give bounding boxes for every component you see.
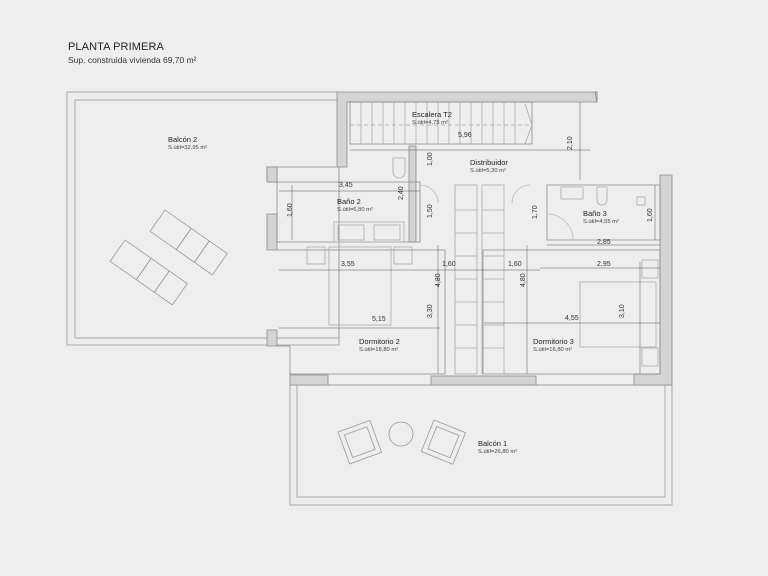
- svg-text:2,40: 2,40: [398, 186, 405, 200]
- patio-furniture: [337, 419, 467, 465]
- svg-text:2,95: 2,95: [597, 261, 611, 268]
- svg-text:1,60: 1,60: [647, 208, 654, 222]
- svg-text:1,60: 1,60: [287, 203, 294, 217]
- svg-text:Balcón 2: Balcón 2: [168, 135, 197, 144]
- walls: [266, 91, 673, 386]
- plan-subtitle: Sup. construida vivienda 69,70 m²: [68, 55, 197, 65]
- svg-text:2,85: 2,85: [597, 239, 611, 246]
- plan-title: PLANTA PRIMERA: [68, 41, 164, 53]
- svg-text:Dormitorio 3: Dormitorio 3: [533, 337, 574, 346]
- svg-text:S.útil=6,80 m²: S.útil=6,80 m²: [337, 207, 373, 213]
- svg-text:1,60: 1,60: [442, 261, 456, 268]
- svg-text:Baño 3: Baño 3: [583, 209, 607, 218]
- svg-text:1,60: 1,60: [508, 261, 522, 268]
- svg-text:Escalera T2: Escalera T2: [412, 110, 452, 119]
- svg-text:S.útil=5,30 m²: S.útil=5,30 m²: [470, 168, 506, 174]
- svg-text:3,10: 3,10: [619, 304, 626, 318]
- svg-text:Distribuidor: Distribuidor: [470, 158, 508, 167]
- svg-text:Baño 2: Baño 2: [337, 197, 361, 206]
- stair-treads: [350, 102, 533, 145]
- bed-dorm2: [328, 246, 392, 326]
- svg-text:4,80: 4,80: [520, 273, 527, 287]
- room-bano3: Baño 3 S.útil=4,55 m²: [583, 209, 619, 225]
- svg-text:S.útil=16,80 m²: S.útil=16,80 m²: [533, 347, 572, 353]
- svg-text:Dormitorio 2: Dormitorio 2: [359, 337, 400, 346]
- room-distribuidor: Distribuidor S.útil=5,30 m²: [470, 158, 508, 174]
- svg-text:S.útil=32,95 m²: S.útil=32,95 m²: [168, 145, 207, 151]
- svg-text:3,55: 3,55: [341, 261, 355, 268]
- svg-text:4,55: 4,55: [565, 315, 579, 322]
- room-dormitorio3: Dormitorio 3 S.útil=16,80 m²: [533, 337, 574, 353]
- bed-dorm3: [579, 281, 657, 348]
- closet-right: [481, 184, 505, 375]
- dimension-labels: 5,96 2,10 1,00 3,45 1,60 2,40 1,50 1,70 …: [287, 132, 654, 323]
- svg-text:S.útil=4,75 m²: S.útil=4,75 m²: [412, 120, 448, 126]
- svg-text:S.útil=4,55 m²: S.útil=4,55 m²: [583, 219, 619, 225]
- svg-text:3,30: 3,30: [427, 304, 434, 318]
- svg-text:S.útil=18,80 m²: S.útil=18,80 m²: [359, 347, 398, 353]
- sink-bano2: [333, 221, 405, 243]
- svg-text:5,96: 5,96: [458, 132, 472, 139]
- svg-text:1,70: 1,70: [532, 205, 539, 219]
- sun-loungers: [109, 209, 228, 306]
- svg-text:S.útil=26,80 m²: S.útil=26,80 m²: [478, 449, 517, 455]
- svg-text:1,50: 1,50: [427, 204, 434, 218]
- room-dormitorio2: Dormitorio 2 S.útil=18,80 m²: [359, 337, 400, 353]
- svg-text:1,00: 1,00: [427, 152, 434, 166]
- balcon2-outline: [66, 91, 340, 346]
- svg-text:4,80: 4,80: [435, 273, 442, 287]
- svg-text:3,45: 3,45: [339, 182, 353, 189]
- svg-text:2,10: 2,10: [567, 136, 574, 150]
- room-escalera: Escalera T2 S.útil=4,75 m²: [412, 110, 452, 126]
- room-bano2: Baño 2 S.útil=6,80 m²: [337, 197, 373, 213]
- room-balcon2: Balcón 2 S.útil=32,95 m²: [168, 135, 207, 151]
- svg-text:5,15: 5,15: [372, 316, 386, 323]
- svg-text:Balcón 1: Balcón 1: [478, 439, 507, 448]
- room-balcon1: Balcón 1 S.útil=26,80 m²: [478, 439, 517, 455]
- closet-left: [454, 184, 478, 375]
- toilet-icon: [392, 157, 406, 179]
